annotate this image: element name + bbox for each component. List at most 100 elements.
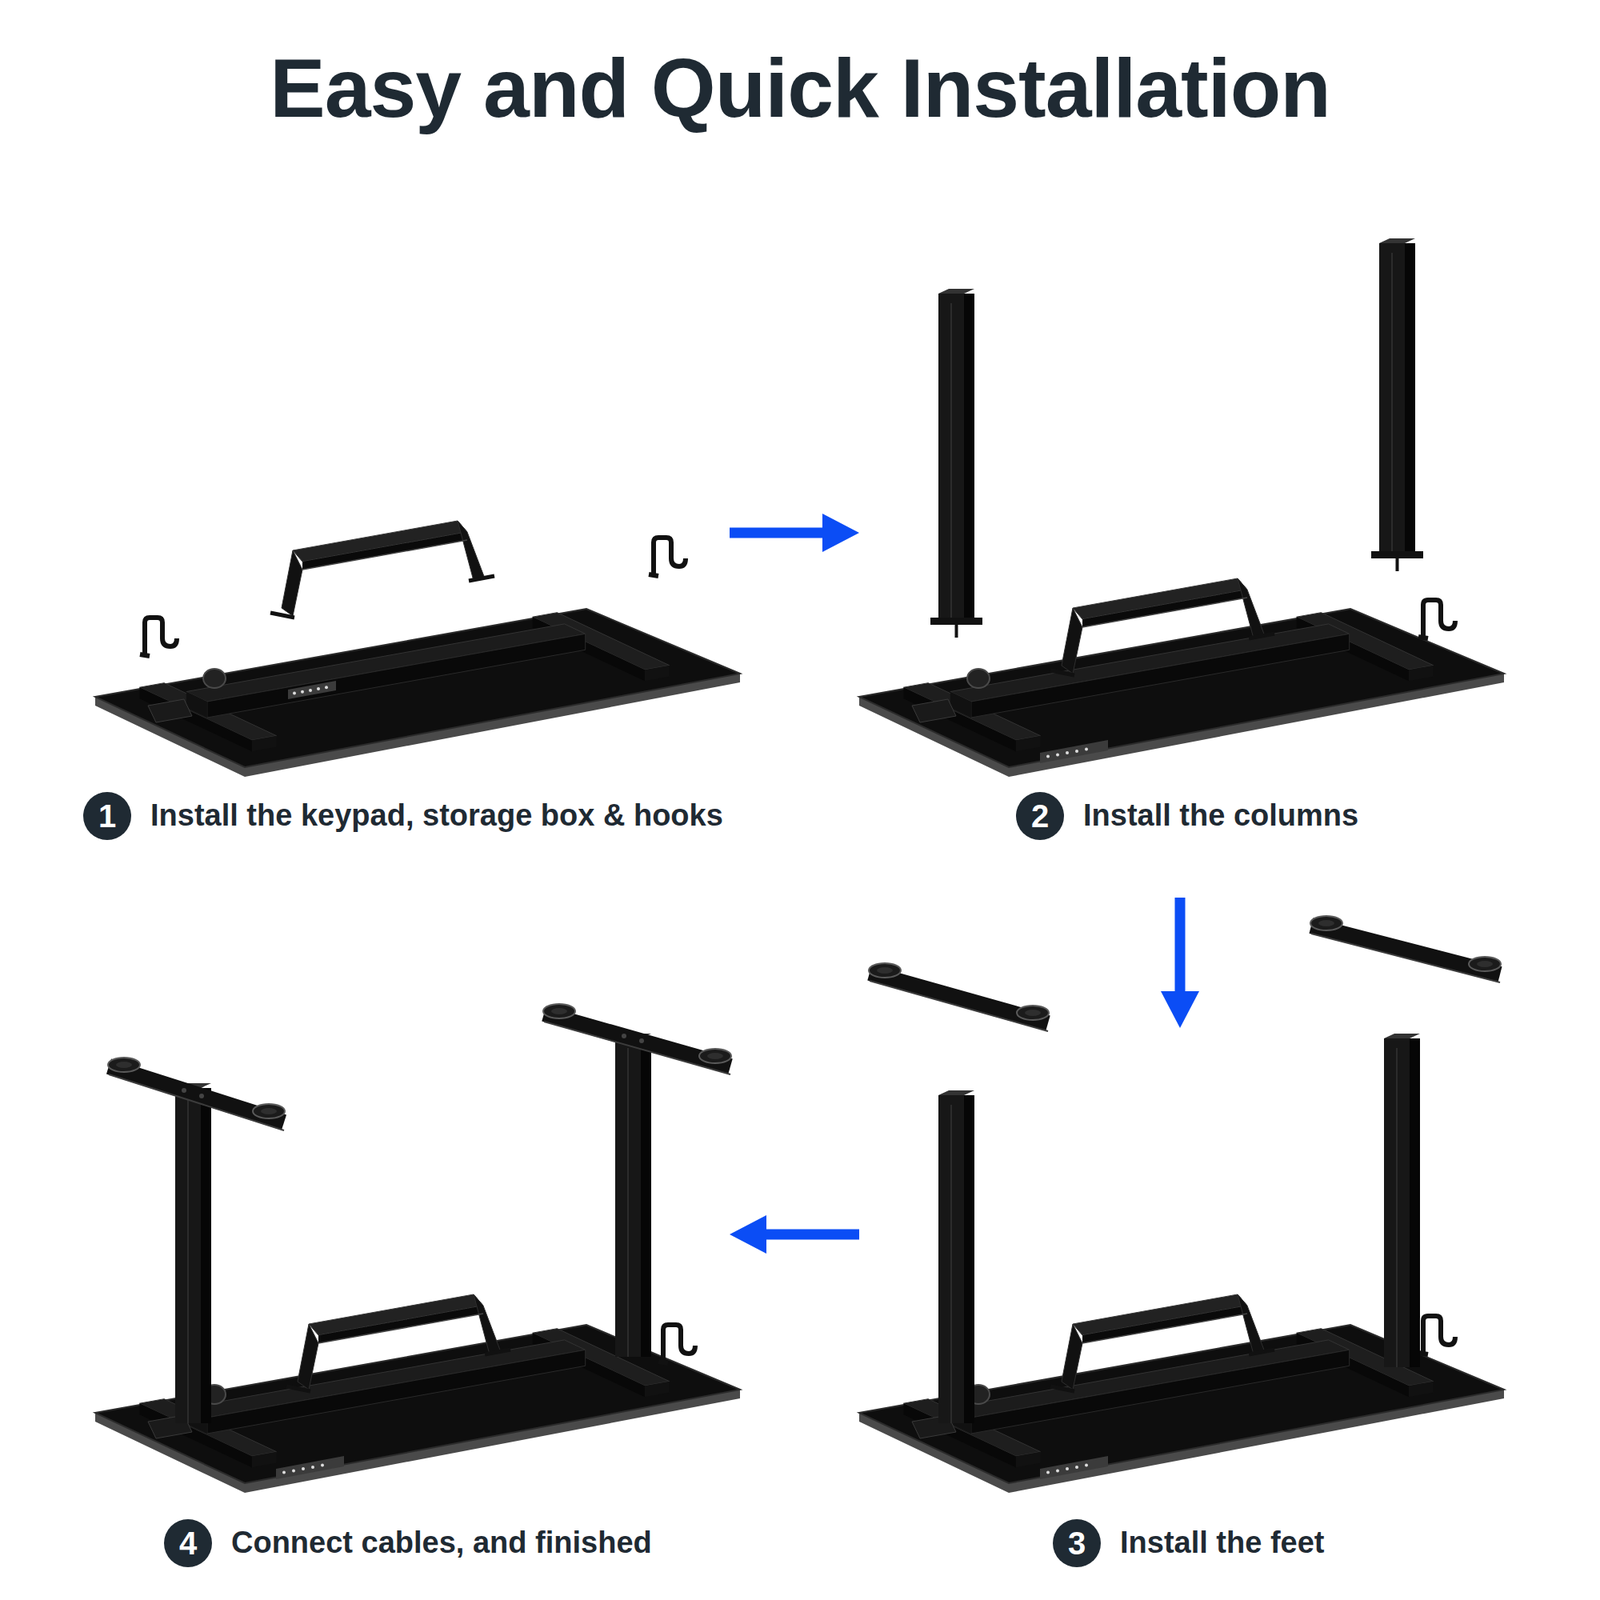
step-caption-row: 1 Install the keypad, storage box & hooks [83,792,724,840]
mount-plate [1371,551,1424,559]
leveler-pad [543,1004,576,1019]
step-1-scene [95,520,740,777]
mount-pin [955,624,959,638]
column-groove [1396,1048,1398,1368]
step-caption: Install the keypad, storage box & hooks [150,797,724,835]
step-panel: 1 Install the keypad, storage box & hooks [64,240,730,856]
leveler-pad [116,1061,132,1068]
column-groove [950,1104,952,1424]
leveler-pad [1476,960,1493,968]
column-side [964,293,975,618]
keypad-button [324,685,328,689]
keypad [276,1456,344,1480]
foot [108,1057,285,1131]
keypad [1040,1456,1108,1480]
column [175,1083,212,1424]
leveler-pad [1016,1005,1049,1020]
leveler-pad [1024,1009,1041,1016]
flow-arrow [761,1229,860,1240]
foot-bar [108,1066,284,1123]
column [1371,238,1424,572]
step-number: 2 [1016,792,1064,840]
step-caption-row: 4 Connect cables, and finished [164,1519,652,1568]
mount-hole [639,1038,644,1044]
column-face [938,293,964,618]
keypad-button [292,692,296,696]
column-groove [1391,252,1393,552]
step-panel: 3 Install the feet [859,1028,1568,1580]
keypad-button [300,690,304,694]
connectors [729,532,1180,1235]
column-cap [938,288,975,294]
leveler-pad [252,1104,285,1119]
mount-pin [1396,558,1400,572]
foot-bar [1311,925,1500,975]
storage-box [1050,578,1275,676]
hook [658,1324,696,1364]
leveler-pad [699,1048,732,1064]
foot-edge [1311,933,1500,983]
column-cap [938,1090,975,1096]
step-panel: 4 Connect cables, and finished [64,880,730,1580]
column-face [1384,1038,1410,1368]
foot-bar [869,972,1048,1024]
leveler-pad [876,967,893,974]
column-side [1409,1038,1420,1368]
column-groove [187,1097,189,1424]
step-number: 1 [83,792,132,840]
foot-edge [869,980,1048,1032]
desk-top [95,608,740,777]
column-groove [627,1048,629,1357]
step-caption: Install the columns [1083,797,1359,835]
foot [868,963,1049,1032]
leveler-pad [108,1057,140,1072]
column-side [964,1095,975,1424]
column [938,1090,975,1424]
column-groove [950,303,952,618]
leveler-pad [707,1052,724,1060]
flow-arrow [1175,897,1186,996]
step-panel: 2 Install the columns [859,208,1568,898]
keypad [288,680,336,700]
step-number: 3 [1052,1519,1101,1568]
foot-edge [108,1074,284,1131]
keypad [1040,740,1108,764]
step-caption: Connect cables, and finished [231,1524,652,1562]
leveler-pad [1468,956,1501,972]
leveler-pad [1318,920,1335,927]
keypad-button [316,687,320,691]
step-caption: Install the feet [1120,1524,1325,1562]
leveler-pad [260,1108,277,1115]
hook [140,617,177,656]
column-face [615,1038,641,1357]
hook [1418,600,1456,639]
column-cap [1384,1033,1420,1039]
column-face [175,1088,201,1424]
mount-plate [930,617,983,625]
mount-hole [199,1093,204,1099]
step-caption-row: 3 Install the feet [1052,1519,1325,1568]
step-number: 4 [164,1519,212,1568]
column [1384,1033,1420,1368]
leveler-pad [1310,916,1343,931]
step-caption-row: 2 Install the columns [1016,792,1359,840]
leveler-pad [551,1008,568,1015]
column-side [640,1038,652,1357]
keypad-button [308,688,312,692]
foot [1310,916,1501,983]
leveler-pad [868,963,901,978]
hook [648,537,686,576]
storage-box [270,520,495,618]
storage-box [1050,1294,1275,1392]
title-area: Easy and Quick Installation [0,38,1600,139]
column-side [1404,243,1416,552]
keypad-body [288,680,336,700]
column-face [1379,243,1405,552]
column-cap [1379,238,1416,244]
flow-arrow [729,528,828,539]
column-face [938,1095,964,1424]
column-side [200,1088,212,1424]
mount-hole [621,1033,627,1039]
foot-edge [544,1021,731,1075]
